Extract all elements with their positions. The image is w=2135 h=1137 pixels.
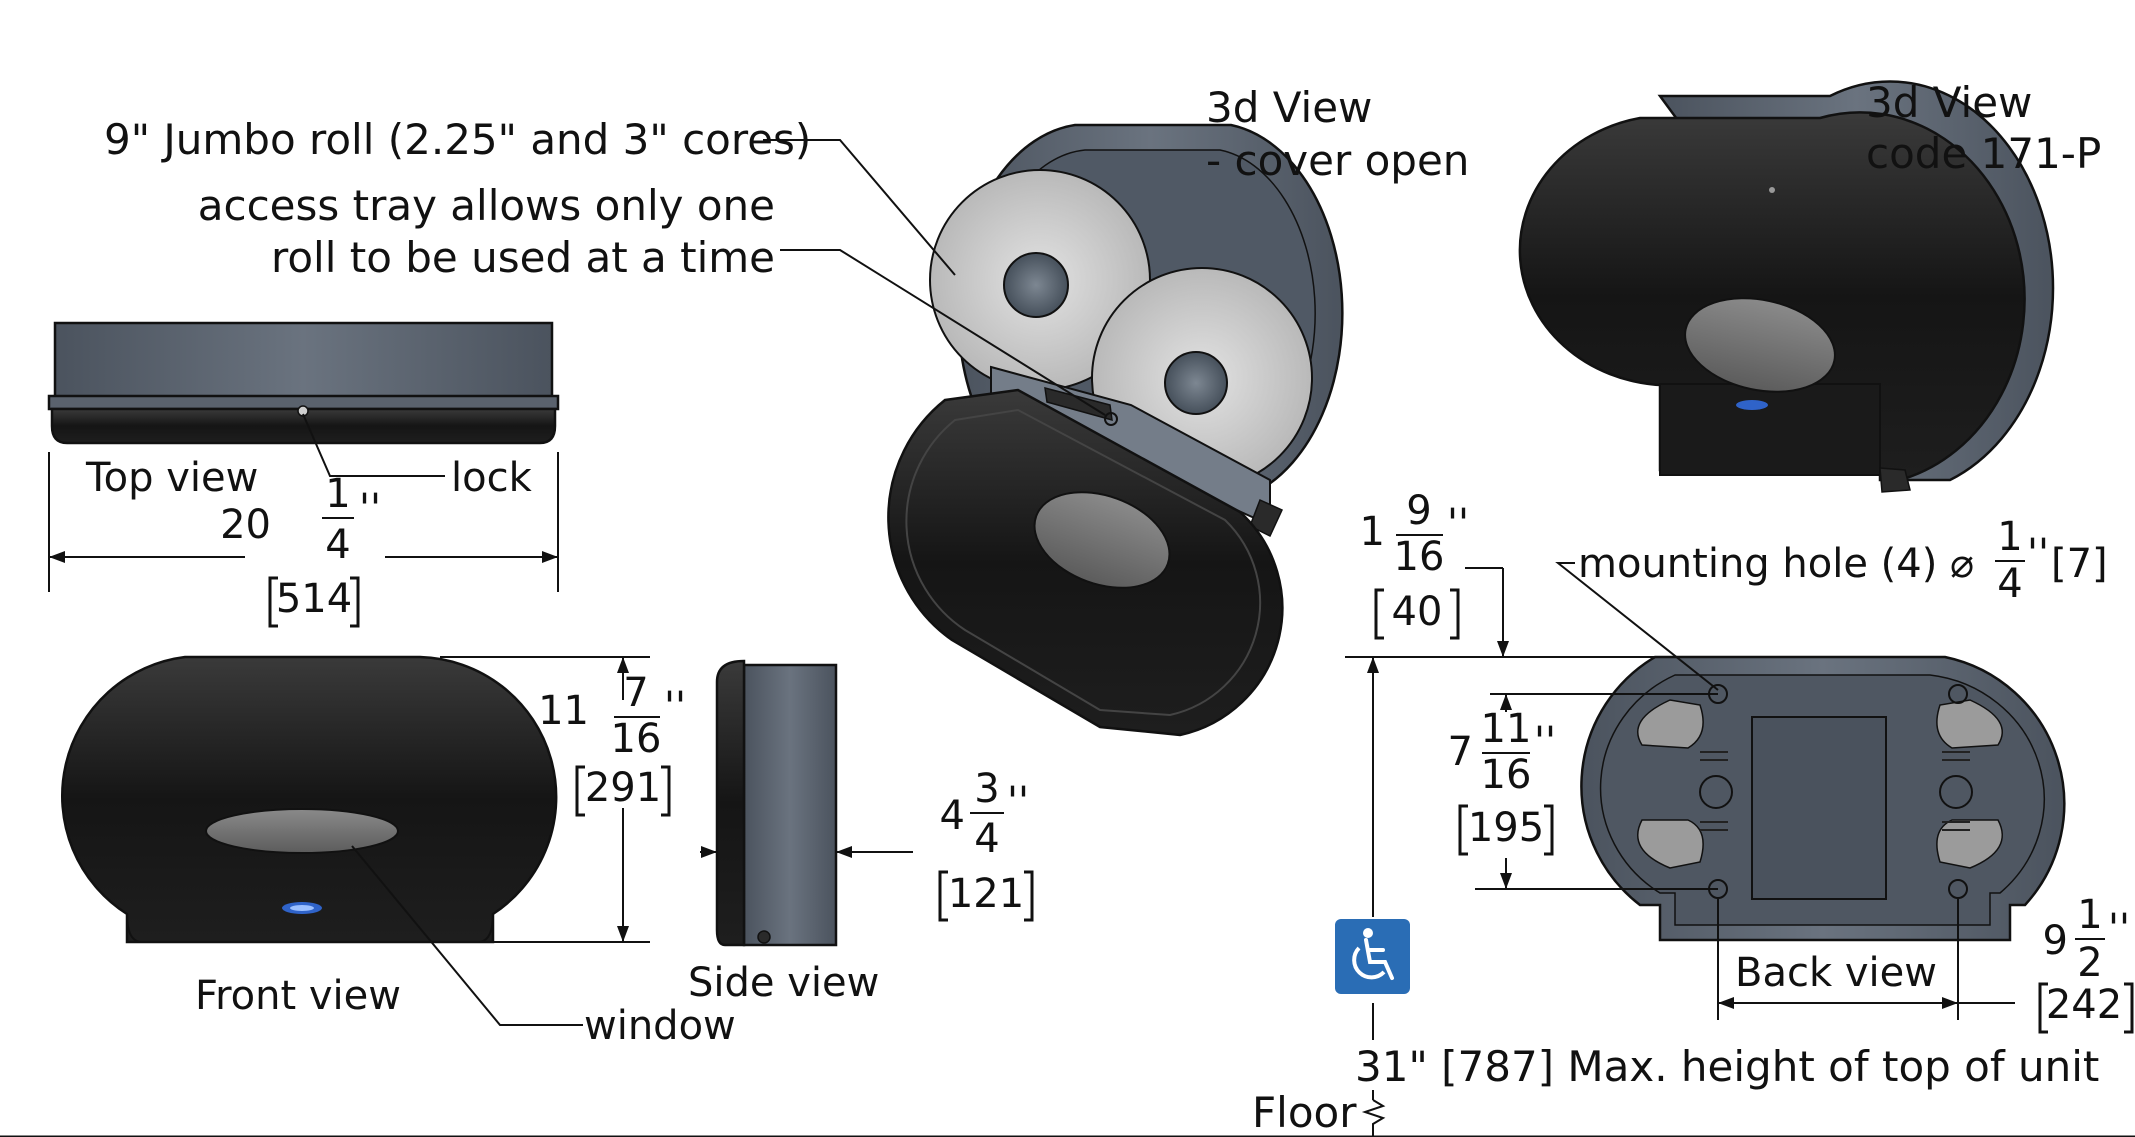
depth-den: 4 <box>974 816 999 862</box>
open-view-label-2: - cover open <box>1206 136 1469 185</box>
hole-horizontal-unit: '' <box>2108 906 2130 952</box>
hole-horizontal-dimension: 9 1 2 '' 242 <box>2038 892 2134 1034</box>
hole-horizontal-num: 1 <box>2077 892 2102 938</box>
height-whole: 11 <box>538 688 589 734</box>
hole-horizontal-whole: 9 <box>2043 918 2068 964</box>
hole-diameter-unit: '' <box>2027 531 2049 577</box>
depth-metric: 121 <box>948 871 1024 917</box>
tray-label-2: roll to be used at a time <box>271 233 775 282</box>
max-height-label: 31" [787] Max. height of top of unit <box>1355 1042 2099 1091</box>
hole-diameter-metric: [7] <box>2051 541 2108 587</box>
top-offset-unit: '' <box>1447 501 1469 547</box>
top-view-label: Top view <box>85 455 258 501</box>
back-view-label: Back view <box>1735 950 1937 996</box>
hole-diameter-num: 1 <box>1997 514 2022 560</box>
window-label: window <box>584 1003 736 1049</box>
hole-vertical-num: 11 <box>1481 706 1532 752</box>
roll-label: 9" Jumbo roll (2.25" and 3" cores) <box>104 115 811 164</box>
hole-horizontal-metric: 242 <box>2046 982 2122 1028</box>
hole-vertical-unit: '' <box>1534 719 1556 765</box>
height-metric: 291 <box>585 765 661 811</box>
depth-dimension: 4 3 4 '' 121 <box>938 766 1034 922</box>
hole-horizontal-den: 2 <box>2077 940 2102 986</box>
hole-vertical-metric: 195 <box>1468 805 1544 851</box>
width-den: 4 <box>325 522 350 568</box>
back-view-drawing <box>1580 655 2066 942</box>
top-view-drawing <box>47 321 560 445</box>
hole-vertical-den: 16 <box>1481 752 1532 798</box>
width-unit: '' <box>359 486 381 532</box>
hole-diameter-den: 4 <box>1997 561 2022 607</box>
top-offset-num: 9 <box>1406 488 1431 534</box>
hole-vertical-whole: 7 <box>1448 729 1473 775</box>
wheelchair-accessible-icon <box>1335 919 1410 994</box>
open-view-drawing <box>887 123 1344 737</box>
logo-badge-icon <box>282 902 322 914</box>
height-unit: '' <box>664 684 686 730</box>
floor-label: Floor <box>1252 1088 1357 1137</box>
front-view-label: Front view <box>195 973 401 1019</box>
closed-view-drawing <box>1518 80 2055 493</box>
height-den: 16 <box>611 716 662 762</box>
tray-label-1: access tray allows only one <box>198 181 775 230</box>
hole-vertical-dimension: 7 11 16 '' 195 <box>1448 706 1556 856</box>
height-num: 7 <box>623 670 648 716</box>
height-dimension: 11 7 16 '' 291 <box>538 670 686 817</box>
side-view-drawing <box>715 659 838 947</box>
side-view-label: Side view <box>688 960 879 1006</box>
depth-num: 3 <box>974 766 999 812</box>
closed-view-label-2: code 171-P <box>1866 129 2101 178</box>
depth-unit: '' <box>1007 779 1029 825</box>
hole-diameter-dimension: 1 4 '' [7] <box>1995 514 2108 607</box>
depth-whole: 4 <box>940 793 965 839</box>
mounting-hole-label: mounting hole (4) ⌀ <box>1578 541 1974 587</box>
top-offset-den: 16 <box>1394 534 1445 580</box>
closed-view-label-1: 3d View <box>1866 78 2032 127</box>
front-view-drawing <box>61 655 558 944</box>
top-offset-whole: 1 <box>1360 509 1385 555</box>
open-view-label-1: 3d View <box>1206 83 1372 132</box>
width-dimension: 20 1 4 '' 514 <box>220 471 381 628</box>
top-offset-dimension: 1 9 16 '' 40 <box>1360 488 1469 640</box>
top-offset-metric: 40 <box>1392 589 1443 635</box>
width-num: 1 <box>325 471 350 517</box>
width-metric: 514 <box>276 576 352 622</box>
width-whole: 20 <box>220 502 271 548</box>
lock-label: lock <box>451 455 533 501</box>
logo-badge-icon <box>1736 400 1768 410</box>
